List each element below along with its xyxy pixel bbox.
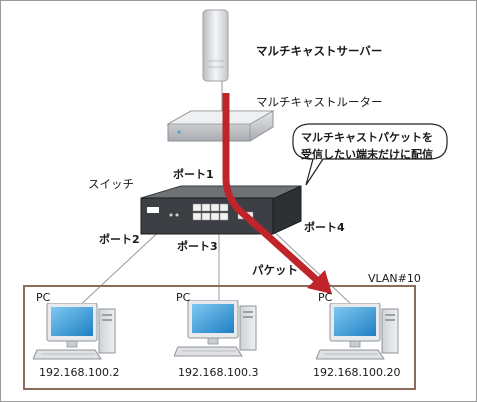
multicast-server-label: マルチキャストサーバー [256, 44, 383, 58]
callout-line-2: 受信したい端末だけに配信 [301, 148, 433, 161]
link-port4 [268, 226, 354, 307]
pc-icon [174, 300, 257, 357]
pc-ip-address: 192.168.100.20 [313, 366, 401, 379]
switch-icon [140, 185, 302, 235]
vlan-box [23, 285, 416, 390]
pc-ip-address: 192.168.100.2 [39, 366, 120, 379]
multicast-router-label: マルチキャストルーター [256, 95, 383, 109]
link-port2 [75, 224, 167, 310]
pc-icon [316, 303, 399, 360]
callout-bubble [292, 123, 448, 186]
port4-label: ポート4 [304, 221, 345, 234]
packet-label: パケット [252, 263, 298, 277]
switch-label: スイッチ [88, 177, 134, 191]
router-icon [166, 110, 275, 142]
vlan-label: VLAN#10 [368, 272, 421, 285]
port2-label: ポート2 [99, 233, 140, 246]
pc-ip-address: 192.168.100.3 [178, 366, 259, 379]
pc-icon [33, 303, 116, 360]
server-icon [202, 9, 229, 82]
pc-label: PC [318, 291, 333, 304]
arrow-icon [222, 93, 332, 294]
pc-label: PC [176, 291, 191, 304]
callout-line-1: マルチキャストパケットを [301, 131, 433, 144]
pc-label: PC [36, 291, 51, 304]
port1-label: ポート1 [173, 168, 214, 181]
port3-label: ポート3 [177, 240, 218, 253]
